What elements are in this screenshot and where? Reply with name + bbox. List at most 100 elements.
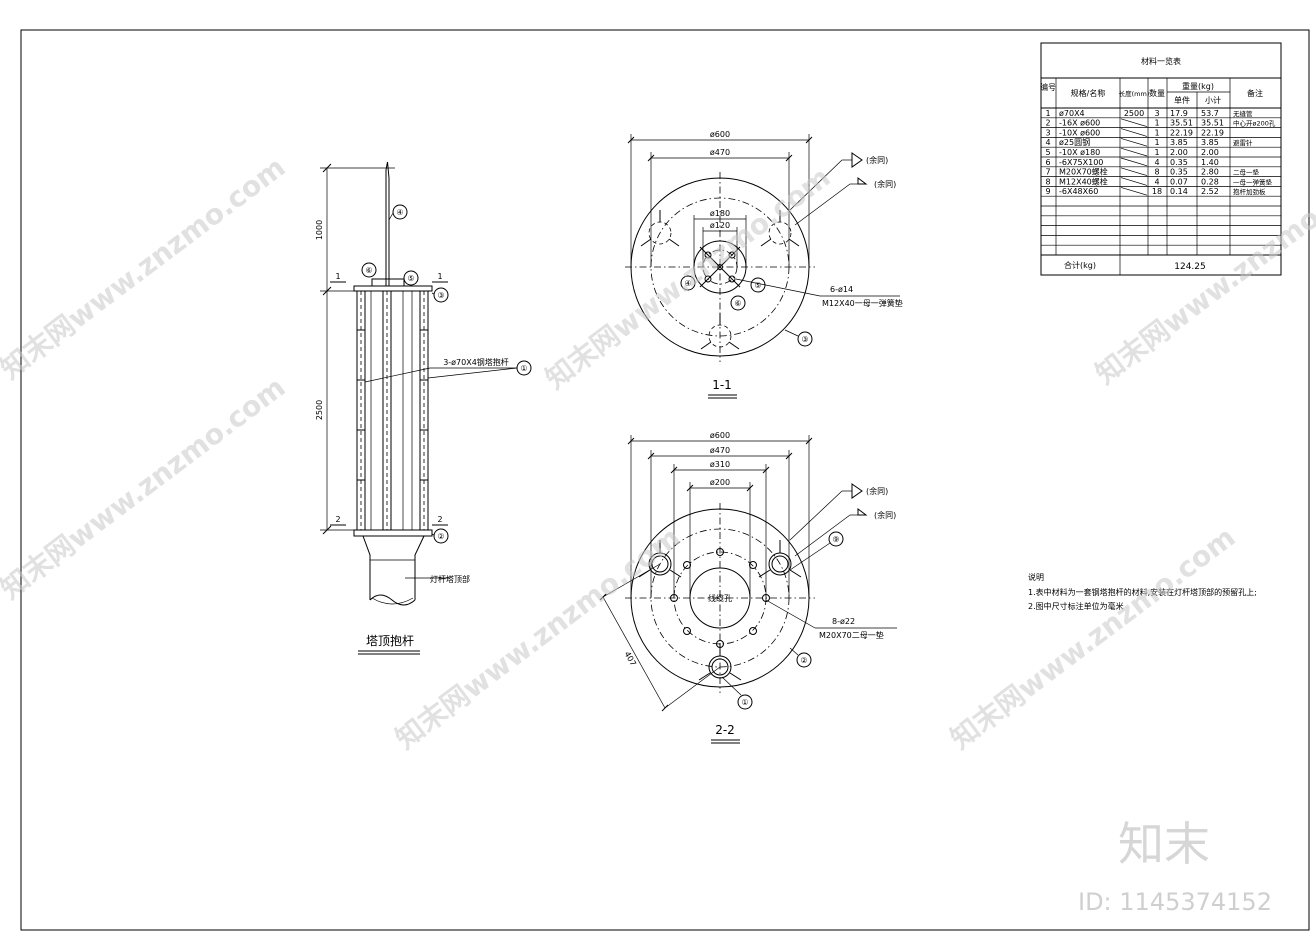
table-cell-len: 2500 [1124, 109, 1144, 118]
dim-1000: 1000 [315, 220, 324, 240]
table-cell-no: 3 [1045, 128, 1050, 137]
table-cell-no: 5 [1045, 148, 1050, 157]
table-cell-spec: -6X48X60 [1059, 187, 1098, 196]
weld-label-1: (余同) [866, 155, 888, 165]
table-cell-no: 8 [1045, 177, 1050, 186]
table-cell-no: 7 [1045, 168, 1050, 177]
table-cell-no: 4 [1045, 138, 1050, 147]
callout-s2-9: ⑨ [832, 535, 839, 544]
section-1-1-label: 1-1 [712, 378, 732, 392]
table-cell-qty: 1 [1154, 119, 1159, 128]
table-cell-sub: 2.80 [1201, 168, 1219, 177]
table-cell-spec: -10X ø180 [1059, 148, 1100, 157]
bolt-note-1: 6-ø14 [830, 285, 853, 294]
watermarks: 知末网www.znzmo.com 知末网www.znzmo.com 知末网www… [0, 150, 1316, 916]
table-cell-remark: 二母一垫 [1233, 168, 1260, 177]
table-title: 材料一览表 [1141, 56, 1181, 66]
table-cell-sub: 3.85 [1201, 138, 1219, 147]
weld-label-2: (余同) [874, 179, 896, 189]
callout-2: ② [437, 532, 444, 541]
table-cell-qty: 18 [1152, 187, 1162, 196]
header-remark: 备注 [1247, 88, 1263, 98]
table-cell-spec: -10X ø600 [1059, 128, 1100, 137]
section-mark-2-left: 2 [335, 515, 340, 524]
bolt-note-4: M20X70二母一垫 [819, 630, 884, 640]
callout-5: ⑤ [407, 274, 414, 283]
table-cell-sub: 1.40 [1201, 158, 1219, 167]
table-cell-sub: 2.52 [1201, 187, 1219, 196]
watermark-5: 知末网www.znzmo.com [944, 520, 1241, 755]
section-2-2-label: 2-2 [715, 723, 735, 737]
callout-3: ③ [437, 291, 444, 300]
table-cell-unit: 17.9 [1170, 109, 1188, 118]
table-cell-no: 9 [1045, 187, 1050, 196]
table-cell-qty: 8 [1154, 168, 1159, 177]
table-cell-sub: 2.00 [1201, 148, 1219, 157]
table-cell-unit: 3.85 [1170, 138, 1188, 147]
watermark-1: 知末网www.znzmo.com [0, 150, 291, 385]
center-hole-label: 线缆孔 [708, 593, 732, 603]
header-subtotal: 小计 [1205, 95, 1221, 105]
section-mark-1-left: 1 [335, 272, 340, 281]
callout-s2-1: ① [741, 698, 748, 707]
notes: 说明 1.表中材料为一套钢塔抱杆的材料,安装在灯杆塔顶部的预留孔上; 2.图中尺… [1028, 572, 1257, 611]
dim-2-470: ø470 [710, 446, 730, 455]
callout-s1-4: ④ [684, 279, 691, 288]
table-cell-sub: 53.7 [1201, 109, 1219, 118]
table-cell-unit: 35.51 [1170, 119, 1193, 128]
header-spec: 规格/名称 [1071, 88, 1106, 98]
sheet-border [20, 29, 1310, 931]
header-weight: 重量(kg) [1182, 81, 1214, 91]
table-cell-spec: ø70X4 [1059, 109, 1085, 118]
total-label: 合计(kg) [1064, 260, 1096, 270]
watermark-4: 知末网www.znzmo.com [389, 520, 686, 755]
dim-120: ø120 [710, 221, 730, 230]
table-cell-spec: M12X40螺栓 [1059, 176, 1108, 186]
note-1: 1.表中材料为一套钢塔抱杆的材料,安装在灯杆塔顶部的预留孔上; [1028, 587, 1257, 597]
callout-s1-6: ⑥ [734, 299, 741, 308]
table-cell-unit: 22.19 [1170, 128, 1193, 137]
dim-2500: 2500 [315, 400, 324, 420]
header-length: 长度(mm) [1119, 89, 1150, 98]
watermark-logo: 知末 [1118, 817, 1210, 871]
notes-heading: 说明 [1028, 572, 1044, 582]
table-cell-no: 2 [1045, 119, 1050, 128]
table-cell-qty: 4 [1154, 158, 1159, 167]
callout-s1-3: ③ [801, 335, 808, 344]
callout-4: ④ [396, 208, 403, 217]
header-unit: 单件 [1174, 95, 1190, 105]
bottom-plate [353, 529, 433, 537]
dim-2-600: ø600 [710, 431, 730, 440]
dim-180: ø180 [710, 209, 730, 218]
table-cell-no: 6 [1045, 158, 1050, 167]
callout-1: ① [520, 364, 527, 373]
table-cell-unit: 0.07 [1170, 177, 1188, 186]
header-no: 编号 [1040, 82, 1056, 92]
weld-label-4: (余同) [874, 510, 896, 520]
table-cell-remark: 一母一弹簧垫 [1233, 177, 1273, 186]
total-value: 124.25 [1174, 262, 1206, 272]
section-1-1: ø600 ø470 ø180 ø120 (余同) (余同) 6-ø14 M12X… [625, 130, 903, 399]
table-cell-qty: 1 [1154, 138, 1159, 147]
table-cell-unit: 2.00 [1170, 148, 1188, 157]
header-qty: 数量 [1149, 88, 1165, 98]
top-plate [353, 285, 433, 292]
dim-2-310: ø310 [710, 460, 730, 469]
pipe-label: 3-ø70X4钢塔抱杆 [443, 357, 509, 367]
table-cell-unit: 0.14 [1170, 187, 1188, 196]
dim-470: ø470 [710, 148, 730, 157]
elevation-view: 1000 2500 [315, 161, 532, 655]
bolt-note-2: M12X40一母一弹簧垫 [822, 298, 903, 308]
table-cell-sub: 0.28 [1201, 177, 1219, 186]
table-cell-sub: 35.51 [1201, 119, 1224, 128]
table-cell-sub: 22.19 [1201, 128, 1224, 137]
table-cell-qty: 3 [1154, 109, 1159, 118]
bolt-note-3: 8-ø22 [832, 617, 855, 626]
weld-label-3: (余同) [866, 486, 888, 496]
callout-s1-5: ⑤ [754, 281, 761, 290]
watermark-2: 知末网www.znzmo.com [0, 370, 291, 605]
table-cell-qty: 1 [1154, 128, 1159, 137]
